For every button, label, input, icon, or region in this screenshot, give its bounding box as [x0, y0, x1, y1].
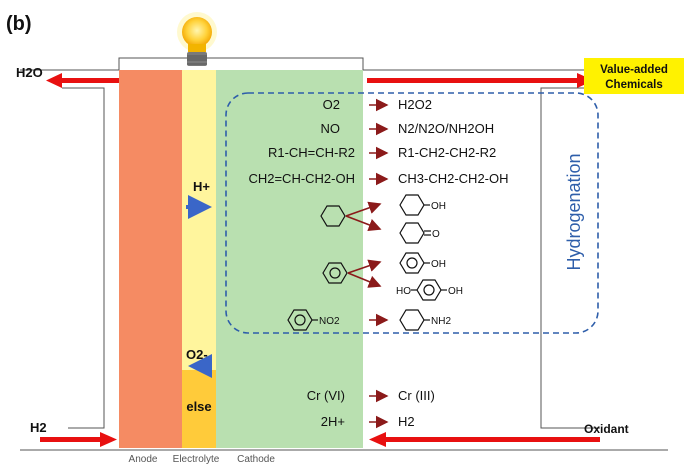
- phenol-ring-icon: [399, 252, 425, 274]
- product-h2o2: H2O2: [398, 97, 432, 112]
- electrolyte-zone-label: Electrolyte: [173, 454, 220, 465]
- reactant-o2: O2: [323, 97, 340, 112]
- hydrogenation-box: [225, 92, 599, 334]
- hydroquinone-ring-icon: [416, 279, 442, 301]
- cyclohexanol-ring-icon: [399, 194, 425, 216]
- lightbulb-icon: [177, 12, 217, 66]
- product-propanol: CH3-CH2-CH2-OH: [398, 171, 509, 186]
- reaction-list: O2 H2O2 NO N2/N2O/NH2OH R1-CH=CH-R2 R1-C…: [248, 97, 508, 186]
- reactant-protons: 2H+: [321, 414, 345, 429]
- cyclohexane-icon: [320, 205, 346, 227]
- amine-group: NH2: [431, 316, 451, 327]
- product-alkane: R1-CH2-CH2-R2: [398, 145, 496, 160]
- nitro-group: NO2: [319, 316, 340, 327]
- hydroquinone-oh: OH: [448, 286, 463, 297]
- reactant-cr6: Cr (VI): [307, 388, 345, 403]
- reactant-allyl-alcohol: CH2=CH-CH2-OH: [248, 171, 355, 186]
- cyclohexane-reaction: [320, 194, 431, 244]
- value-added-label-line2: Chemicals: [605, 79, 663, 91]
- product-h2: H2: [398, 414, 415, 429]
- nitrobenzene-reaction: [287, 309, 430, 331]
- cyclohexylamine-ring-icon: [399, 309, 425, 331]
- hydrogenation-label: Hydrogenation: [564, 153, 584, 270]
- anode-layer: [119, 70, 182, 448]
- panel-label: (b): [6, 13, 32, 35]
- benzene-icon: [322, 262, 348, 284]
- cyclohexanone-ring-icon: [399, 222, 425, 244]
- oxidant-label: Oxidant: [584, 422, 629, 436]
- product-cr3: Cr (III): [398, 388, 435, 403]
- hydroquinone-ho: HO: [396, 286, 411, 297]
- water-label: H2O: [16, 65, 43, 80]
- cyclohexanol-oh: OH: [431, 201, 446, 212]
- value-added-label-line1: Value-added: [600, 64, 668, 76]
- electrolyte-layer: [182, 70, 216, 370]
- other-reactions: Cr (VI) Cr (III) 2H+ H2: [307, 388, 435, 429]
- reactant-alkene: R1-CH=CH-R2: [268, 145, 355, 160]
- proton-label: H+: [193, 179, 210, 194]
- flow-arrows: [40, 73, 600, 447]
- product-nitrogen-species: N2/N2O/NH2OH: [398, 121, 494, 136]
- cathode-layer: [216, 70, 363, 448]
- anode-zone-label: Anode: [129, 454, 158, 465]
- cyclohexanone-o: O: [432, 229, 440, 240]
- value-added-chemicals-badge: Value-added Chemicals: [584, 58, 684, 94]
- hydrogen-label: H2: [30, 420, 47, 435]
- benzene-reaction: [322, 252, 447, 301]
- oxide-label: O2-: [186, 347, 208, 362]
- cathode-zone-label: Cathode: [237, 454, 275, 465]
- else-layer: [182, 370, 216, 448]
- else-label: else: [186, 399, 211, 414]
- reactant-no: NO: [321, 121, 341, 136]
- phenol-oh: OH: [431, 259, 446, 270]
